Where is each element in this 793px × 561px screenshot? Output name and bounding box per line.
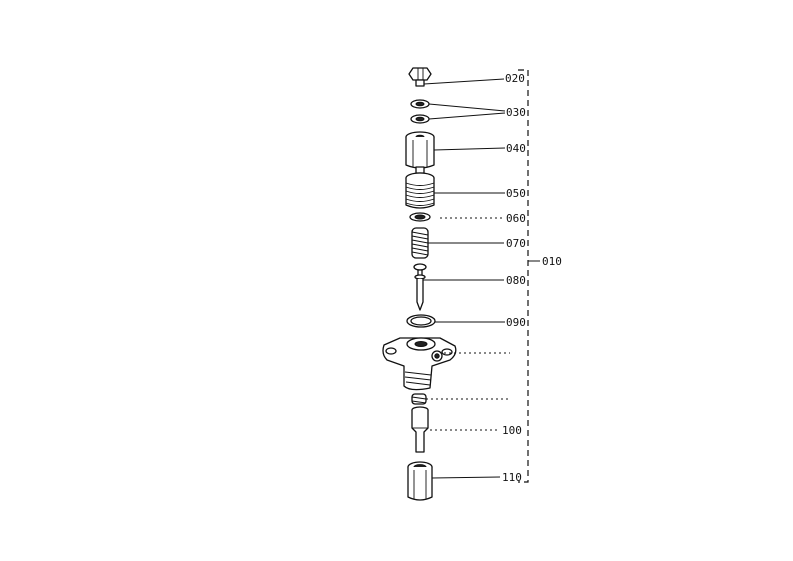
callout-020: 020 <box>505 72 525 85</box>
callout-110: 110 <box>502 471 522 484</box>
callout-070: 070 <box>506 237 526 250</box>
callout-010: 010 <box>542 255 562 268</box>
part-090-seal-ring <box>406 314 505 328</box>
part-030-washers <box>410 99 506 124</box>
assembly-bracket <box>518 69 540 483</box>
callout-100: 100 <box>502 424 522 437</box>
injector-body <box>382 337 510 391</box>
callout-080: 080 <box>506 274 526 287</box>
small-spring <box>411 393 508 405</box>
callout-090: 090 <box>506 316 526 329</box>
part-110-nozzle-nut <box>407 461 501 501</box>
part-020-bolt <box>408 67 505 87</box>
callout-040: 040 <box>506 142 526 155</box>
callout-060: 060 <box>506 212 526 225</box>
part-050-retainer <box>405 172 505 209</box>
part-080-needle <box>413 263 504 311</box>
part-060-shim <box>409 212 504 222</box>
part-100-nozzle <box>411 406 498 453</box>
part-040-nut <box>405 131 506 174</box>
callout-050: 050 <box>506 187 526 200</box>
part-070-spring <box>411 227 504 259</box>
callout-030: 030 <box>506 106 526 119</box>
